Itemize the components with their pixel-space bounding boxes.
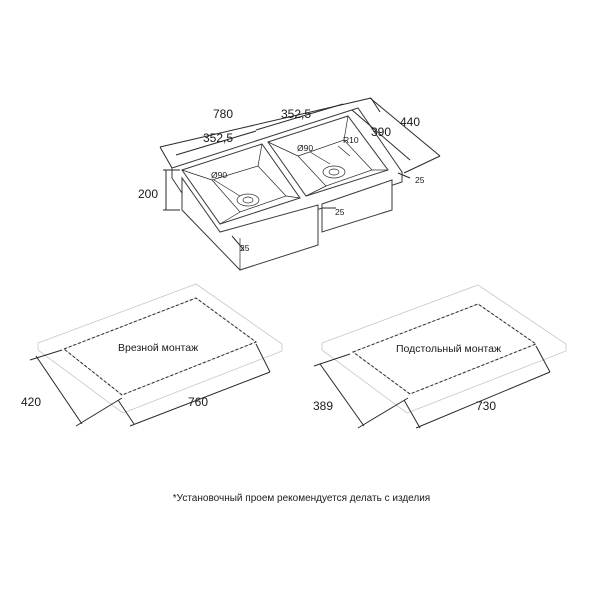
under-ext-length-a	[403, 399, 421, 429]
dim-line-390	[351, 109, 411, 161]
leader-d90-left	[213, 179, 241, 197]
dim-text-r10: R10	[343, 135, 359, 145]
under-dim-text-length: 730	[476, 399, 496, 413]
dim-text-352-left: 352,5	[203, 131, 233, 145]
under-cutout-fill	[352, 303, 537, 395]
flush-dim-line-length	[129, 371, 271, 427]
sink-left-drain	[236, 193, 260, 207]
flush-mount-drawing: Врезной монтаж 420 760	[21, 283, 283, 427]
flush-ext-length-b	[255, 343, 271, 373]
under-dim-line-width	[319, 363, 365, 427]
sink-right-corner-line-b	[343, 115, 349, 141]
sink-right-drain	[322, 165, 346, 179]
undermount-drawing: Подстольный монтаж 389 730	[313, 284, 567, 429]
under-title: Подстольный монтаж	[396, 343, 501, 355]
under-ext-length-b	[535, 345, 551, 373]
dim-text-25-right: 25	[415, 175, 425, 185]
dim-text-780: 780	[213, 107, 233, 121]
flush-ext-width-a	[29, 349, 63, 361]
sink-right-drain-inner	[328, 168, 340, 176]
dim-text-d90-left: Ø90	[211, 170, 227, 180]
dim-text-390: 390	[371, 125, 391, 139]
sink-left-drain-inner	[242, 196, 254, 204]
flush-title: Врезной монтаж	[118, 342, 198, 354]
dim-text-352-right: 352,5	[281, 107, 311, 121]
under-dim-line-length	[415, 371, 551, 429]
dim-line-25-left	[231, 235, 245, 251]
sink-drawing: 780 352,5 352,5 390 440 200 R10 Ø90 Ø90 …	[138, 97, 441, 271]
flush-dim-text-length: 760	[188, 395, 208, 409]
under-ext-width-a	[313, 353, 351, 367]
sink-right-bowl-body	[321, 179, 393, 233]
sink-right-corner-line-a	[267, 141, 299, 157]
flush-dim-line-width	[35, 355, 83, 425]
dim-text-25-left: 25	[240, 243, 250, 253]
dim-line-352-right	[255, 103, 344, 131]
under-ext-width-b	[357, 397, 409, 429]
dim-text-200: 200	[138, 187, 158, 201]
sink-left-corner-line-b	[257, 143, 263, 167]
dim-text-25-mid: 25	[335, 207, 345, 217]
sink-left-corner-line-c	[285, 195, 301, 199]
flush-cutout-outline	[63, 297, 258, 396]
sink-left-corner-line-a	[181, 169, 213, 181]
sink-right-corner-line-d	[305, 185, 327, 197]
dim-text-d90-right: Ø90	[297, 143, 313, 153]
dim-ext-440	[403, 155, 441, 174]
leader-r10	[337, 145, 351, 157]
dim-line-25-right	[397, 172, 411, 179]
sink-left-corner-line-d	[219, 211, 241, 225]
flush-ext-width-b	[75, 397, 123, 427]
dim-line-352-left	[175, 130, 257, 156]
dim-text-440: 440	[400, 115, 420, 129]
leader-d90-right	[309, 151, 331, 165]
under-dim-text-width: 389	[313, 399, 333, 413]
sink-left-bowl-body	[181, 176, 319, 271]
dim-ext-780-left	[159, 146, 173, 169]
dim-line-440	[369, 97, 441, 157]
flush-dim-text-width: 420	[21, 395, 41, 409]
footnote: *Установочный проем рекомендуется делать…	[172, 493, 431, 504]
flush-ext-length-a	[117, 399, 135, 425]
